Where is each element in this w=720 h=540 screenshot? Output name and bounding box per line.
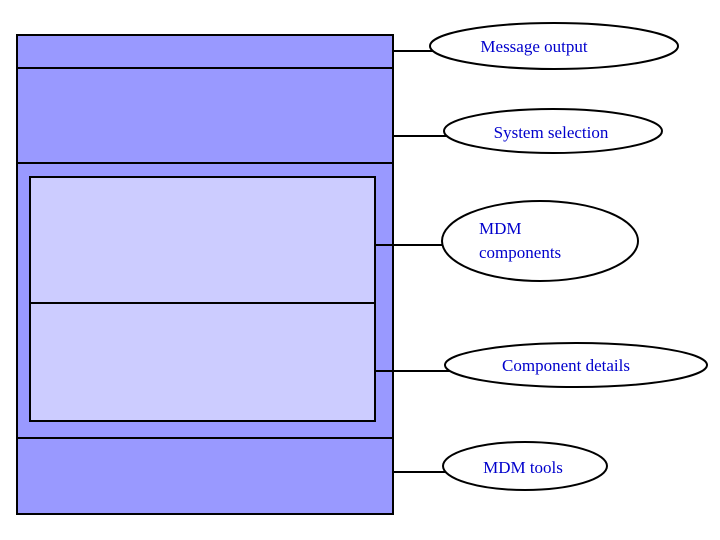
component-details-ellipse bbox=[444, 342, 708, 388]
mdm-tools-label: MDM tools bbox=[483, 458, 563, 477]
callout-message-output: Message output bbox=[429, 22, 679, 70]
mdm-tools-bar bbox=[16, 437, 394, 515]
message-output-ellipse bbox=[429, 22, 679, 70]
callout-component-details: Component details bbox=[444, 342, 708, 388]
callout-system-selection: System selection bbox=[443, 108, 663, 154]
component-details-label: Component details bbox=[502, 356, 630, 375]
system-selection-panel bbox=[16, 67, 394, 164]
system-selection-label: System selection bbox=[494, 123, 609, 142]
mdm-components-label-line2: components bbox=[479, 243, 561, 262]
callout-mdm-components: MDM components bbox=[441, 200, 639, 282]
callout-mdm-tools: MDM tools bbox=[442, 441, 608, 491]
mdm-tools-ellipse bbox=[442, 441, 608, 491]
message-output-bar bbox=[16, 34, 394, 69]
mdm-components-panel bbox=[29, 176, 376, 304]
message-output-label: Message output bbox=[480, 37, 587, 56]
system-selection-ellipse bbox=[443, 108, 663, 154]
component-details-panel bbox=[29, 302, 376, 422]
mdm-components-label-line1: MDM bbox=[479, 219, 522, 238]
mdm-components-ellipse bbox=[441, 200, 639, 282]
